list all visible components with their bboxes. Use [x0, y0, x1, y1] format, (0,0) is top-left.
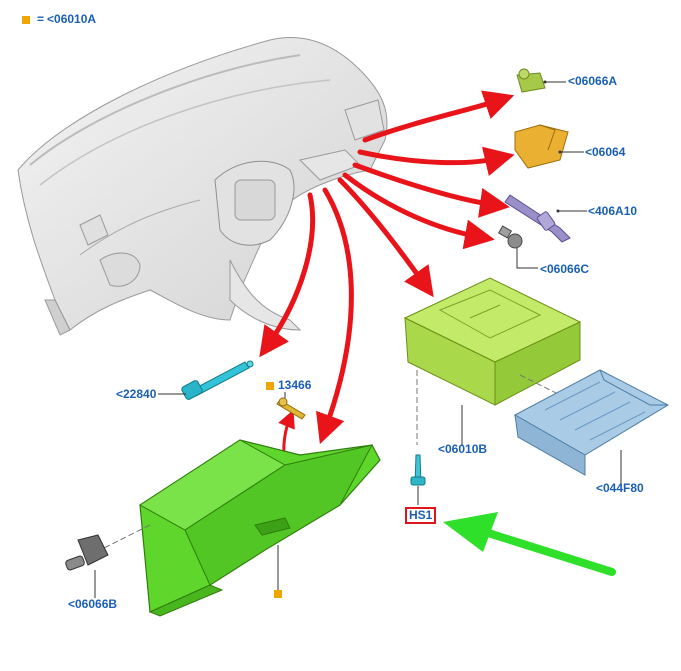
- legend-code: <06010A: [47, 12, 97, 26]
- callout-13466: 13466: [266, 378, 311, 392]
- callout-06010B: <06010B: [438, 442, 488, 456]
- callout-13466-text: 13466: [278, 378, 312, 392]
- sensor-part-06066C: [497, 225, 538, 269]
- callout-06066B: <06066B: [68, 597, 118, 611]
- callout-06064: <06064: [585, 145, 626, 159]
- callout-06066C: <06066C: [540, 262, 590, 276]
- green-arrow: [443, 512, 616, 576]
- switch-part-06066A: [516, 68, 566, 93]
- glove-box: [99, 439, 381, 617]
- callout-22840: <22840: [116, 387, 157, 401]
- callout-06066A: <06066A: [568, 74, 618, 88]
- callout-044F80: <044F80: [596, 481, 644, 495]
- orange-square-icon: [22, 15, 30, 24]
- legend-equals: =: [37, 12, 45, 26]
- legend: =<06010A: [22, 12, 96, 26]
- bracket-part-044F80: [513, 369, 670, 484]
- switch-part-06066B: [65, 534, 109, 598]
- red-arrows: [259, 90, 515, 467]
- orange-marker-icon: [274, 590, 282, 598]
- pin-part-22840: [158, 360, 254, 400]
- stalk-part-406A10: [504, 194, 587, 243]
- callout-406A10: <406A10: [588, 204, 638, 218]
- module-part-06010B: [403, 277, 582, 446]
- bracket-part-06064: [514, 124, 584, 169]
- screw-part-13466: [276, 392, 306, 420]
- callout-HS1: HS1: [405, 507, 437, 524]
- screw-part-HS1: [410, 454, 426, 505]
- instrument-panel: [17, 37, 388, 336]
- orange-square-icon: [266, 381, 274, 390]
